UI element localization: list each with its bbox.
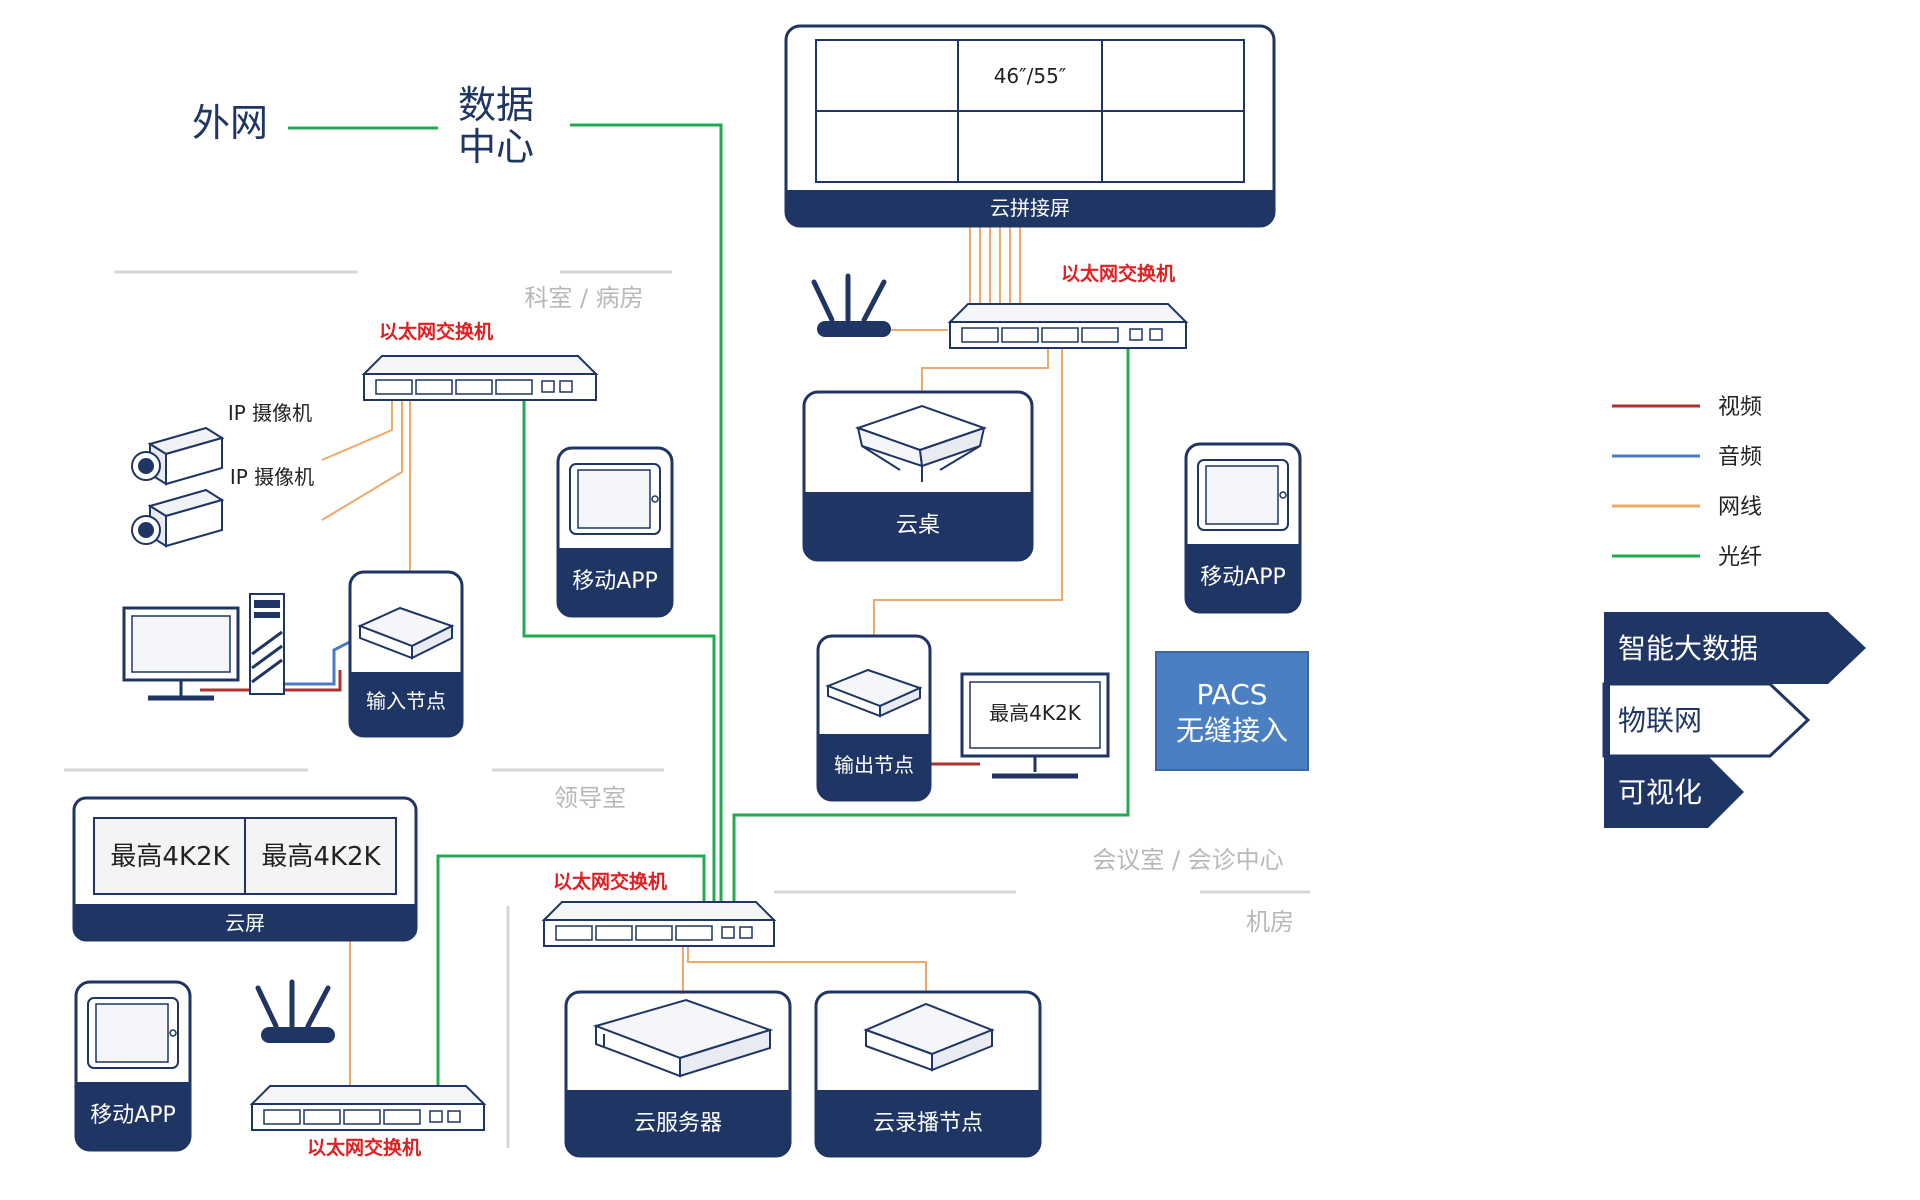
nav-item-iot[interactable]: 物联网 <box>1602 682 1811 758</box>
display-4k-label-right: 最高4K2K <box>261 842 381 872</box>
video-wall: 46″/55″ 云拼接屏 <box>784 24 1276 228</box>
zone-ward-label: 科室 / 病房 <box>524 284 643 312</box>
switch-label-wall: 以太网交换机 <box>1061 262 1175 285</box>
switch-label-office: 以太网交换机 <box>307 1136 421 1159</box>
mobile-app-card-ward: 移动APP <box>556 446 674 618</box>
cloud-desk-label: 云桌 <box>896 513 940 538</box>
cloud-server-card: 云服务器 <box>564 990 792 1158</box>
pc-tower-icon <box>249 593 285 695</box>
ip-camera-icon <box>131 426 225 486</box>
ethernet-switch-central: 以太网交换机 <box>541 870 777 947</box>
legend-label-network: 网线 <box>1718 495 1762 520</box>
nav-item-big-data[interactable]: 智能大数据 <box>1604 612 1866 684</box>
output-node-card: 输出节点 <box>816 634 932 802</box>
legend-label-video: 视频 <box>1718 395 1762 420</box>
switch-label-ward: 以太网交换机 <box>379 320 493 343</box>
ethernet-switch-ward: 以太网交换机 <box>361 320 599 401</box>
zone-meeting-label: 会议室 / 会诊中心 <box>1092 846 1283 874</box>
external-network-label: 外网 <box>192 101 268 145</box>
cloud-screen-label: 云屏 <box>225 911 265 935</box>
video-wall-label: 云拼接屏 <box>990 196 1070 220</box>
nav-item-visualization[interactable]: 可视化 <box>1604 756 1744 828</box>
zone-office-label: 领导室 <box>554 784 626 812</box>
ethernet-switch-wall: 以太网交换机 <box>947 262 1189 349</box>
output-node-label: 输出节点 <box>834 753 914 777</box>
cloud-record-label: 云录播节点 <box>873 1111 983 1136</box>
mobile-app-label-office: 移动APP <box>90 1103 176 1128</box>
nav-label-iot: 物联网 <box>1618 704 1702 737</box>
pacs-label-line2: 无缝接入 <box>1176 714 1288 747</box>
input-node-card: 输入节点 <box>348 570 464 738</box>
legend-label-audio: 音频 <box>1718 445 1762 470</box>
input-node-label: 输入节点 <box>366 689 446 713</box>
mobile-app-label-ward: 移动APP <box>572 569 658 594</box>
video-wall-size: 46″/55″ <box>994 64 1067 88</box>
data-center-label-line1: 数据 <box>458 83 534 127</box>
display-4k-label-left: 最高4K2K <box>110 842 230 872</box>
wifi-router-icon <box>255 979 335 1043</box>
nav-stack: 智能大数据 物联网 可视化 <box>1602 612 1866 828</box>
cloud-server-label: 云服务器 <box>634 1111 722 1136</box>
cloud-record-card: 云录播节点 <box>814 990 1042 1158</box>
cloud-screen-card: 最高4K2K 最高4K2K 云屏 <box>72 796 418 942</box>
nav-label-visualization: 可视化 <box>1618 776 1702 809</box>
pacs-box: PACS 无缝接入 <box>1155 651 1309 771</box>
mobile-app-card-meeting: 移动APP <box>1184 442 1302 614</box>
wifi-router-icon <box>811 273 891 337</box>
mobile-app-card-office: 移动APP <box>74 980 192 1152</box>
monitor-icon <box>122 606 240 701</box>
ethernet-switch-office: 以太网交换机 <box>249 1085 487 1159</box>
legend: 视频 音频 网线 光纤 <box>1612 395 1762 570</box>
ip-camera-label-1: IP 摄像机 <box>228 401 312 425</box>
zone-machine-label: 机房 <box>1246 908 1294 936</box>
display-4k-monitor: 最高4K2K <box>960 672 1110 779</box>
data-center-label-line2: 中心 <box>458 125 534 169</box>
mobile-app-label-meeting: 移动APP <box>1200 565 1286 590</box>
cloud-desk-card: 云桌 <box>802 390 1034 562</box>
ip-camera-label-2: IP 摄像机 <box>230 465 314 489</box>
nav-label-big-data: 智能大数据 <box>1618 632 1758 665</box>
pacs-label-line1: PACS <box>1196 678 1267 711</box>
ip-camera-icon <box>131 488 225 548</box>
switch-label-central: 以太网交换机 <box>553 870 667 893</box>
legend-label-fiber: 光纤 <box>1718 545 1762 570</box>
display-4k-label-meeting: 最高4K2K <box>989 701 1082 725</box>
zone-dividers <box>64 270 1310 1148</box>
